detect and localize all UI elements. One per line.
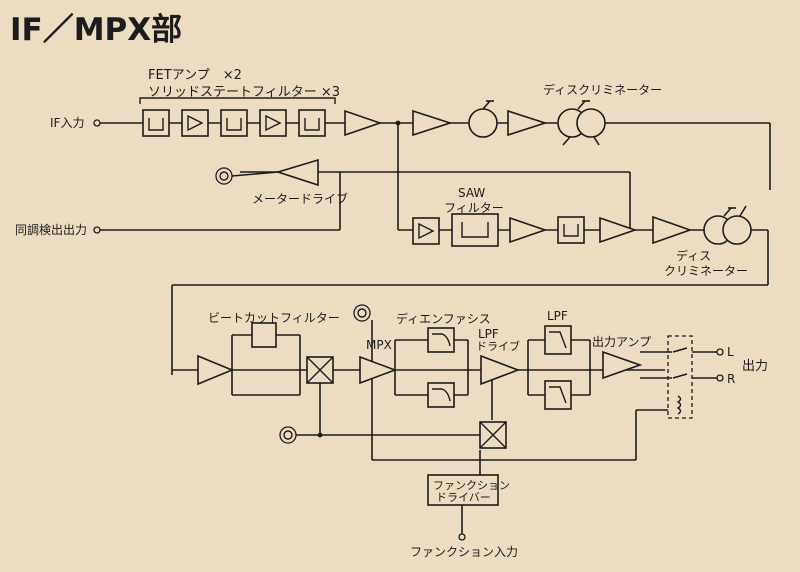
discriminator2-label-2: クリミネーター bbox=[664, 264, 748, 278]
amplifier-icon bbox=[418, 222, 435, 240]
filter-icon bbox=[549, 331, 567, 349]
saw-amp bbox=[412, 217, 440, 245]
meter-drive-amp bbox=[275, 158, 319, 187]
beat-cut-label: ビートカットフィルター bbox=[208, 311, 340, 325]
filter-icon bbox=[226, 118, 242, 131]
saw-buffer-amp bbox=[509, 216, 548, 244]
mpx-input-amp bbox=[197, 354, 235, 386]
function-driver-label-2: ドライバー bbox=[436, 491, 491, 504]
deemphasis-r bbox=[427, 382, 455, 408]
top-chain bbox=[142, 100, 606, 146]
output-r-label: R bbox=[727, 372, 735, 386]
switch-icon bbox=[672, 373, 688, 379]
function-driver-label-1: ファンクション bbox=[433, 479, 510, 492]
fet-amp-label: FETアンプ ×2 bbox=[148, 68, 242, 83]
tuning-output-terminal bbox=[93, 226, 101, 234]
if-amp-2 bbox=[412, 109, 453, 137]
fet-amp-1 bbox=[181, 109, 209, 137]
output-r-terminal bbox=[716, 374, 724, 382]
lpf-label: LPF bbox=[547, 309, 568, 323]
mixer-icon bbox=[306, 356, 334, 384]
solid-filter-label: ソリッドステートフィルター ×3 bbox=[148, 85, 340, 100]
filter-icon bbox=[148, 118, 164, 131]
function-input-terminal bbox=[458, 533, 466, 541]
saw-filter bbox=[451, 213, 499, 247]
diagram-title: IF／MPX部 bbox=[10, 12, 182, 48]
lamp-icon bbox=[219, 171, 229, 181]
saw-filter-label: フィルター bbox=[444, 201, 504, 215]
function-driver bbox=[427, 474, 499, 506]
fet-amp-2 bbox=[259, 109, 287, 137]
saw-if-amp-2 bbox=[652, 215, 693, 245]
switch-icon bbox=[672, 347, 688, 353]
amplifier-icon bbox=[265, 114, 282, 132]
tuning-output-label: 同調検出出力 bbox=[15, 223, 87, 237]
lamp-icon bbox=[283, 430, 293, 440]
amplifier-icon bbox=[187, 114, 204, 132]
mute-relay-box bbox=[667, 335, 693, 419]
lower-lamp bbox=[279, 426, 297, 444]
mixer-icon bbox=[479, 421, 507, 449]
solid-filter-1 bbox=[142, 109, 170, 137]
discriminator2-label-1: ディス bbox=[676, 248, 711, 263]
lpf-drive-label-2: ドライブ bbox=[476, 339, 520, 353]
if-amp-3 bbox=[507, 109, 548, 137]
meter-lamp bbox=[215, 167, 233, 185]
filter-icon bbox=[432, 388, 451, 402]
lpf-drive-label-1: LPF bbox=[478, 327, 499, 341]
beat-cut-filter bbox=[251, 322, 277, 348]
solid-filter-2 bbox=[220, 109, 248, 137]
solid-filter-3 bbox=[298, 109, 326, 137]
discriminator-coil-2 bbox=[576, 108, 606, 138]
lamp-icon bbox=[357, 308, 367, 318]
meter-drive-label: メータードライブ bbox=[252, 191, 348, 206]
filter-icon bbox=[549, 386, 567, 404]
output-amp-label: 出力アンプ bbox=[592, 335, 651, 349]
if-amp-1 bbox=[344, 109, 383, 137]
saw-filter-2 bbox=[557, 216, 585, 244]
filter-icon bbox=[432, 333, 451, 347]
deemphasis-l bbox=[427, 327, 455, 353]
filter-icon bbox=[304, 118, 320, 131]
output-label: 出力 bbox=[742, 359, 768, 374]
limiter-circle bbox=[468, 108, 498, 138]
discriminator-top-label: ディスクリミネーター bbox=[543, 82, 662, 97]
deemphasis-label: ディエンファシス bbox=[396, 311, 491, 326]
filter-icon bbox=[461, 222, 489, 238]
lpf-r bbox=[544, 380, 572, 410]
function-input-label: ファンクション入力 bbox=[410, 545, 518, 559]
filter-icon bbox=[563, 224, 579, 237]
lpf-l bbox=[544, 325, 572, 355]
if-input-label: IF入力 bbox=[50, 116, 84, 130]
if-input-terminal bbox=[93, 119, 101, 127]
mpx-label: MPX bbox=[366, 338, 392, 352]
saw-label: SAW bbox=[458, 186, 485, 200]
output-l-label: L bbox=[727, 345, 734, 359]
output-amp bbox=[602, 350, 643, 380]
lpf-drive-amp bbox=[480, 354, 521, 386]
saw-chain bbox=[412, 205, 752, 247]
output-l-terminal bbox=[716, 348, 724, 356]
coil-icon bbox=[676, 395, 682, 415]
stereo-lamp bbox=[353, 304, 371, 322]
group-bracket bbox=[139, 97, 336, 104]
mpx-decoder bbox=[359, 355, 398, 385]
discriminator2-coil-2 bbox=[722, 215, 752, 245]
mpx-section bbox=[197, 304, 724, 541]
saw-if-amp-1 bbox=[599, 216, 638, 244]
